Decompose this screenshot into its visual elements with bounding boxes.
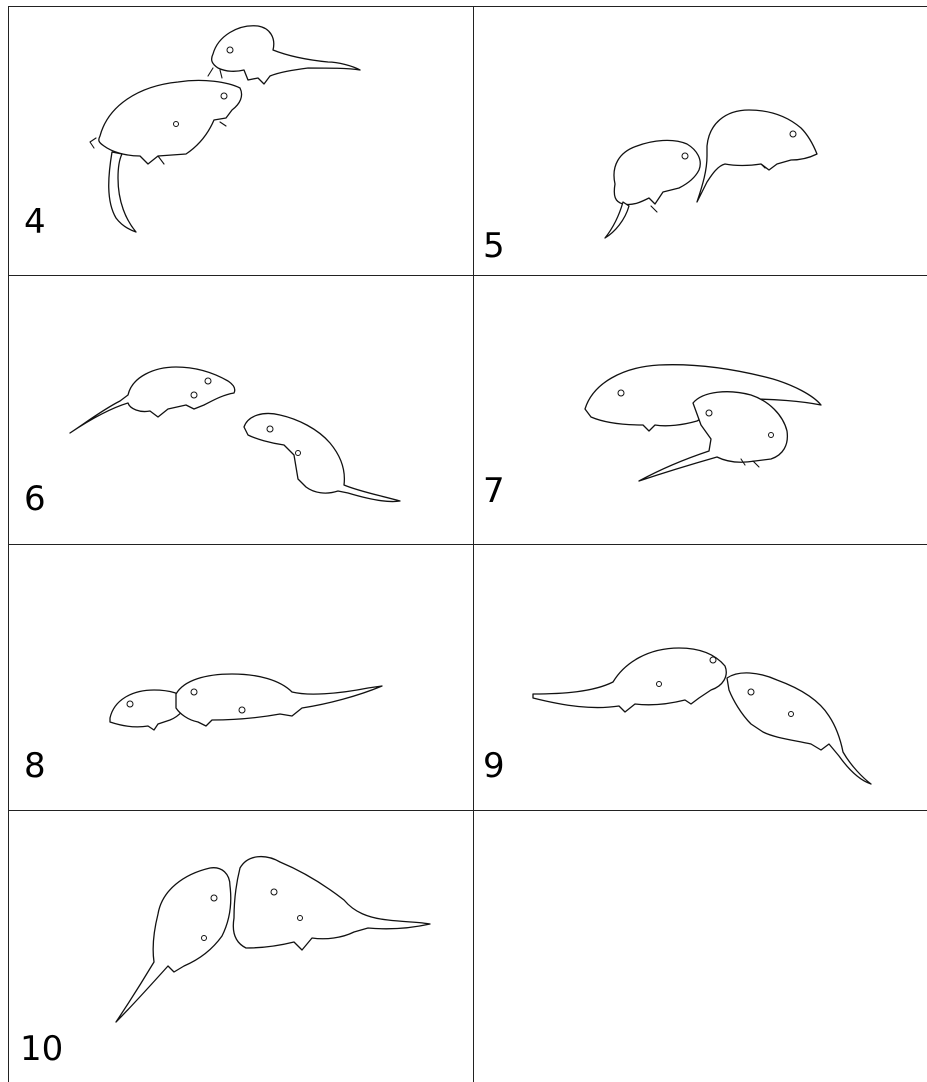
- empty-panel: [473, 810, 927, 1082]
- panel-10: 10: [8, 810, 473, 1082]
- panel-label-9: 9: [483, 746, 505, 786]
- grid-divider-row-2: [8, 544, 927, 545]
- panel-label-10: 10: [20, 1029, 64, 1069]
- two-shrews-icon: [115, 856, 431, 1023]
- two-shrews-icon: [584, 364, 822, 482]
- panel-label-5: 5: [483, 226, 505, 266]
- panel-label-7: 7: [483, 471, 505, 511]
- grid-border-top: [8, 6, 927, 7]
- panel-9: 9: [473, 544, 927, 810]
- two-shrews-icon: [89, 25, 361, 233]
- panel-4: 4: [8, 6, 473, 275]
- panel-8: 8: [8, 544, 473, 810]
- panel-label-6: 6: [24, 479, 46, 519]
- panel-label-8: 8: [24, 746, 46, 786]
- panel-5: 5: [473, 6, 927, 275]
- panel-6: 6: [8, 275, 473, 544]
- two-shrews-icon: [69, 366, 401, 503]
- grid-divider-row-1: [8, 275, 927, 276]
- panel-label-4: 4: [24, 202, 46, 242]
- grid-divider-row-3: [8, 810, 927, 811]
- two-shrews-icon: [109, 673, 383, 731]
- two-shrews-icon: [532, 647, 872, 785]
- panel-grid: 4 5 6: [8, 6, 927, 1082]
- panel-7: 7: [473, 275, 927, 544]
- two-shrews-icon: [604, 109, 818, 239]
